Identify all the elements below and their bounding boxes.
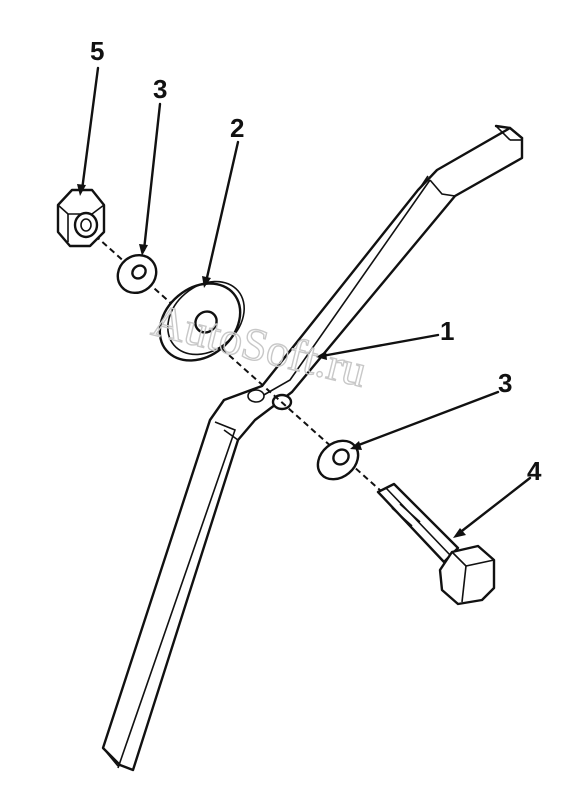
callout-1: 1 (440, 316, 454, 346)
callout-3-bottom: 3 (498, 368, 512, 398)
callout-3-top: 3 (153, 74, 167, 104)
callout-5: 5 (90, 36, 104, 66)
hex-nut (56, 188, 106, 248)
large-washer (158, 280, 245, 362)
hex-bolt (376, 482, 496, 606)
bracket-strap (101, 124, 524, 772)
callout-4: 4 (527, 456, 542, 486)
small-washer-bottom (316, 439, 360, 481)
small-washer-top (116, 253, 158, 295)
callout-2: 2 (230, 113, 244, 143)
leader-lines (77, 66, 532, 538)
